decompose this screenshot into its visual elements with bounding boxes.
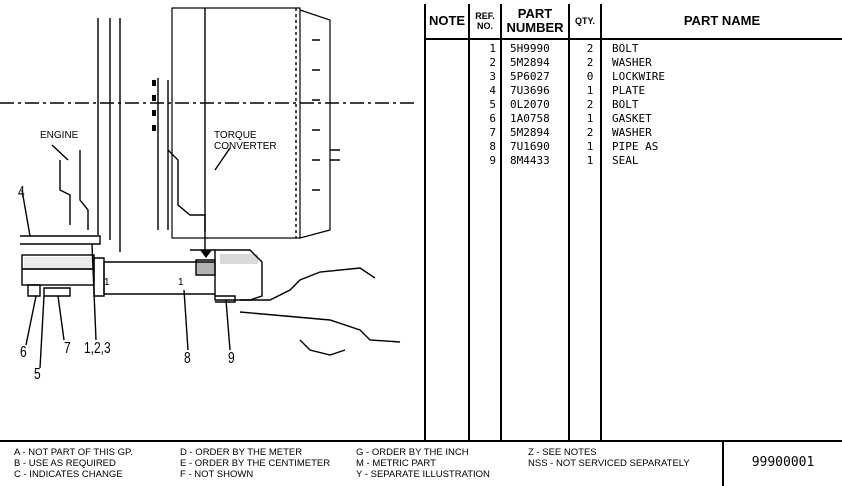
quantity: 2 <box>586 98 594 111</box>
ref-no: 4 <box>489 84 496 97</box>
table-row: 7 5M2894 2 WASHER <box>424 126 842 140</box>
document-number: 99900001 <box>751 454 815 470</box>
part-number: 5P6027 <box>510 70 550 83</box>
legend-item-nss: NSS - NOT SERVICED SEPARATELY <box>528 458 690 469</box>
legend-item-c: C - INDICATES CHANGE <box>14 469 123 480</box>
part-name: GASKET <box>612 112 652 125</box>
legend-item-z: Z - SEE NOTES <box>528 447 597 458</box>
callout-1-2-3: 1,2,3 <box>84 340 111 357</box>
exploded-view-drawing <box>0 7 418 369</box>
callout-8: 8 <box>184 350 191 367</box>
part-number: 0L2070 <box>510 98 550 111</box>
col-divider-part <box>568 4 570 440</box>
ref-no: 6 <box>489 112 496 125</box>
legend-item-b: B - USE AS REQUIRED <box>14 458 116 469</box>
legend-item-m: M - METRIC PART <box>356 458 436 469</box>
col-divider-qty <box>600 4 602 440</box>
part-name: PIPE AS <box>612 140 659 153</box>
legend-item-d: D - ORDER BY THE METER <box>180 447 303 458</box>
part-name: SEAL <box>612 154 639 167</box>
part-number: 5M2894 <box>510 126 550 139</box>
col-divider-note <box>468 4 470 440</box>
callout-7: 7 <box>64 340 71 357</box>
part-name: LOCKWIRE <box>612 70 665 83</box>
torque-converter-label: TORQUE CONVERTER <box>214 130 277 152</box>
parts-table: NOTE REF. NO. PART NUMBER QTY. PART NAME… <box>424 4 842 440</box>
part-name: PLATE <box>612 84 646 97</box>
quantity: 1 <box>586 154 594 167</box>
table-row: 5 0L2070 2 BOLT <box>424 98 842 112</box>
ref-no: 3 <box>489 70 496 83</box>
callout-4: 4 <box>18 184 25 201</box>
legend-item-f: F - NOT SHOWN <box>180 469 254 480</box>
part-number: 7U1690 <box>510 140 550 153</box>
ref-no: 8 <box>489 140 496 153</box>
table-border-left <box>424 4 426 440</box>
part-name: WASHER <box>612 126 652 139</box>
part-number: 5H9990 <box>510 42 550 55</box>
part-number: 8M4433 <box>510 154 550 167</box>
quantity: 1 <box>586 140 594 153</box>
quantity: 2 <box>586 56 594 69</box>
legend-item-g: G - ORDER BY THE INCH <box>356 447 469 458</box>
part-name: BOLT <box>612 42 639 55</box>
part-number: 7U3696 <box>510 84 550 97</box>
footer-divider <box>722 442 724 486</box>
ref-no: 7 <box>489 126 496 139</box>
callout-5: 5 <box>34 366 41 383</box>
table-row: 1 5H9990 2 BOLT <box>424 42 842 56</box>
part-name: WASHER <box>612 56 652 69</box>
table-row: 9 8M4433 1 SEAL <box>424 154 842 168</box>
part-number: 1A0758 <box>510 112 550 125</box>
quantity: 0 <box>586 70 594 83</box>
header-part-name: PART NAME <box>683 13 761 28</box>
table-row: 2 5M2894 2 WASHER <box>424 56 842 70</box>
legend-column-3: G - ORDER BY THE INCH M - METRIC PART Y … <box>356 447 490 480</box>
table-row: 4 7U3696 1 PLATE <box>424 84 842 98</box>
header-qty: QTY. <box>574 16 595 26</box>
table-row: 3 5P6027 0 LOCKWIRE <box>424 70 842 84</box>
header-divider <box>424 38 842 40</box>
header-ref-no: REF. NO. <box>475 11 495 31</box>
ref-no: 2 <box>489 56 496 69</box>
part-name: BOLT <box>612 98 639 111</box>
table-row: 8 7U1690 1 PIPE AS <box>424 140 842 154</box>
ref-no: 9 <box>489 154 496 167</box>
header-note: NOTE <box>428 13 466 28</box>
legend-item-a: A - NOT PART OF THIS GP. <box>14 447 133 458</box>
parts-diagram: ENGINE TORQUE CONVERTER 1 1 4 6 5 7 1,2,… <box>0 0 424 440</box>
engine-label: ENGINE <box>40 130 79 141</box>
quantity: 2 <box>586 126 594 139</box>
legend-column-1: A - NOT PART OF THIS GP. B - USE AS REQU… <box>14 447 133 480</box>
header-part-number: PART NUMBER <box>506 6 564 35</box>
callout-6: 6 <box>20 344 27 361</box>
part-mark-1a: 1 <box>104 277 110 288</box>
quantity: 1 <box>586 112 594 125</box>
part-number: 5M2894 <box>510 56 550 69</box>
legend-footer: A - NOT PART OF THIS GP. B - USE AS REQU… <box>0 440 842 486</box>
legend-item-e: E - ORDER BY THE CENTIMETER <box>180 458 331 469</box>
quantity: 1 <box>586 84 594 97</box>
legend-column-4: Z - SEE NOTES NSS - NOT SERVICED SEPARAT… <box>528 447 690 469</box>
table-row: 6 1A0758 1 GASKET <box>424 112 842 126</box>
ref-no: 5 <box>489 98 496 111</box>
callout-9: 9 <box>228 350 235 367</box>
col-divider-ref <box>500 4 502 440</box>
part-mark-1b: 1 <box>178 277 184 288</box>
legend-item-y: Y - SEPARATE ILLUSTRATION <box>356 469 490 480</box>
quantity: 2 <box>586 42 594 55</box>
ref-no: 1 <box>489 42 496 55</box>
legend-column-2: D - ORDER BY THE METER E - ORDER BY THE … <box>180 447 330 480</box>
